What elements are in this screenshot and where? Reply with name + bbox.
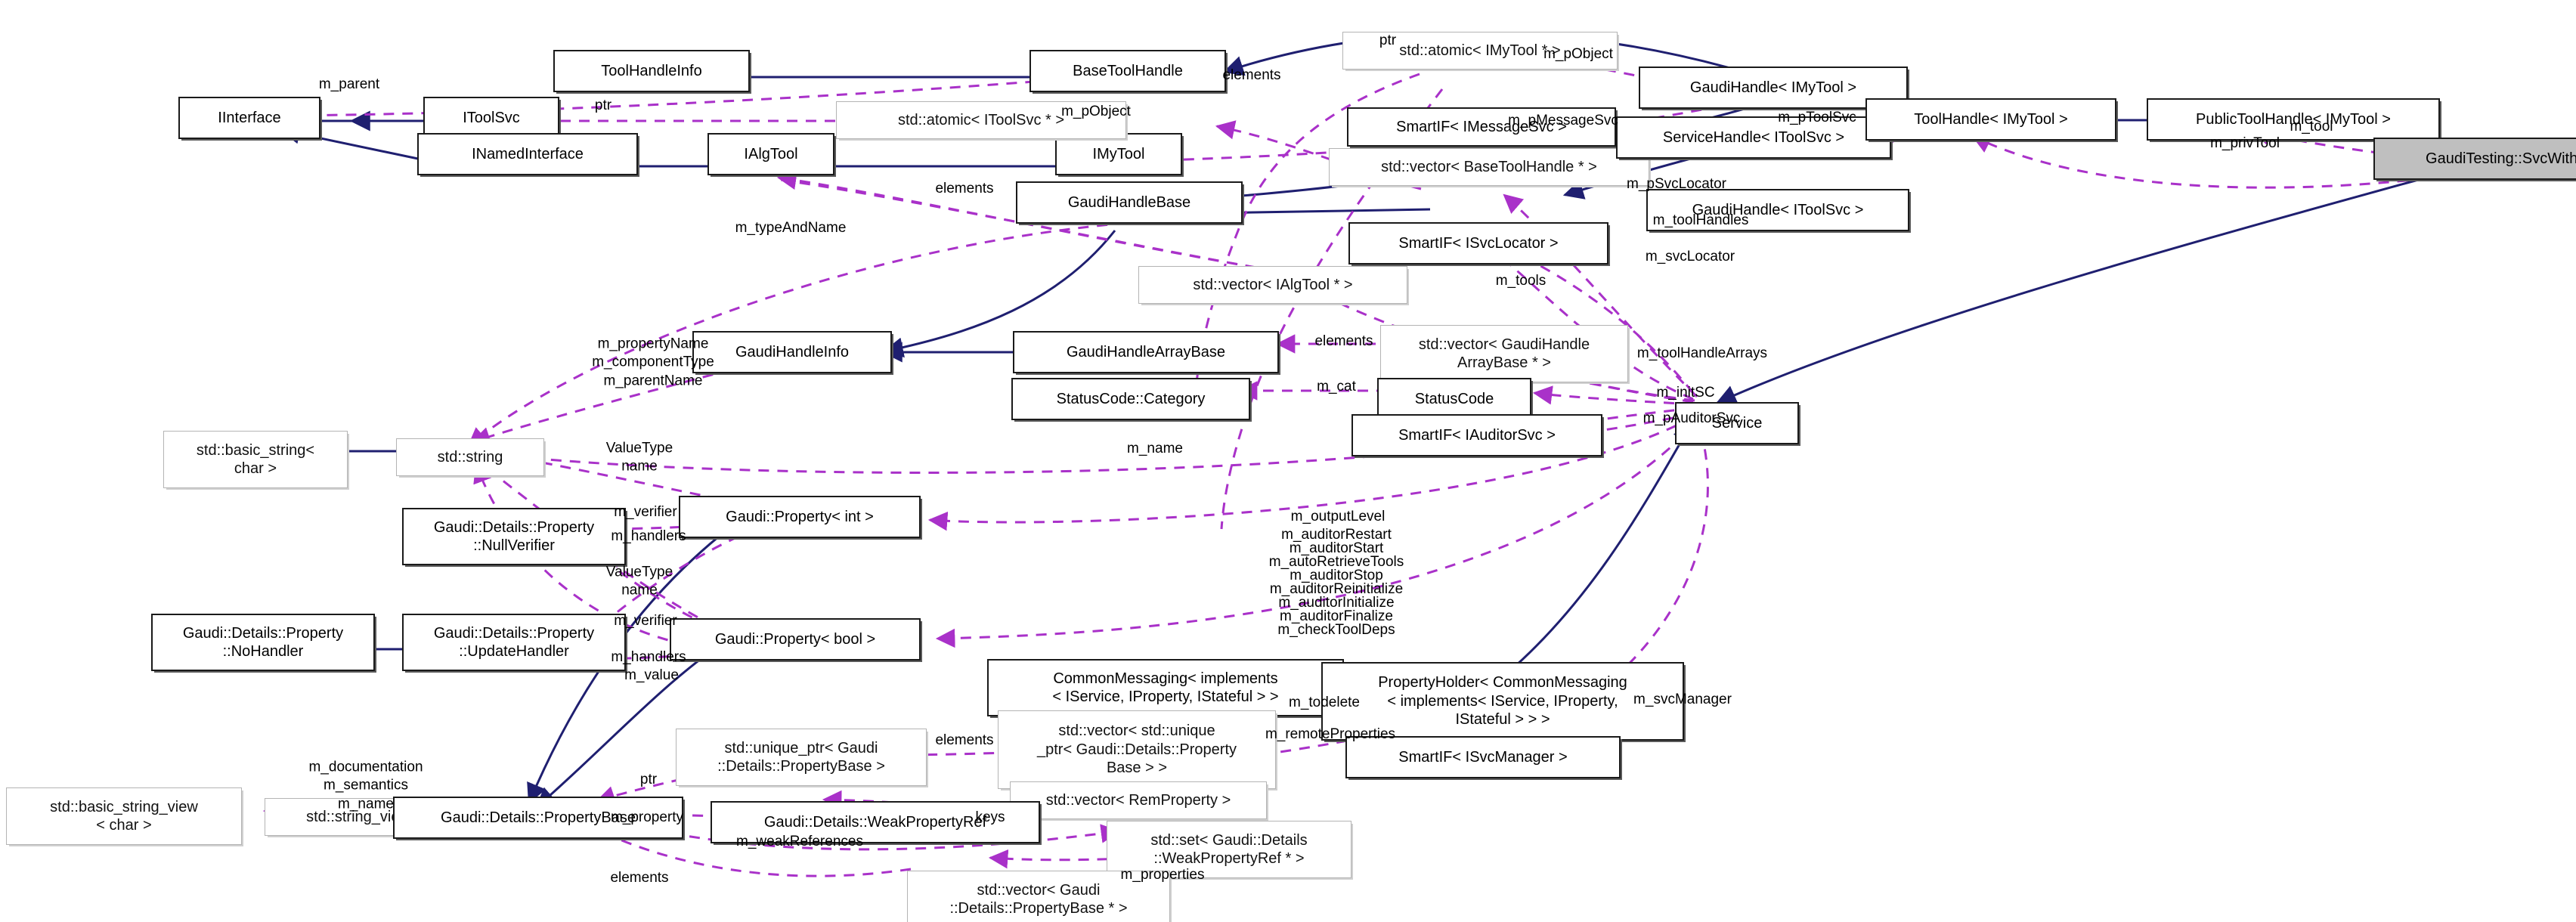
node-std-vector-propertybase-ptr[interactable]: std::vector< Gaudi ::Details::PropertyBa…	[907, 871, 1170, 922]
node-gaudi-property-bool[interactable]: Gaudi::Property< bool >	[670, 618, 921, 661]
edge-label-m-remoteproperties: m_remoteProperties	[1265, 726, 1396, 742]
node-std-atomic-imytool[interactable]: std::atomic< IMyTool * >	[1342, 32, 1618, 70]
node-gaudi-details-weakpropertyref[interactable]: Gaudi::Details::WeakPropertyRef	[711, 801, 1040, 843]
edge-label-m-auditorreinitialize: m_auditorReinitialize	[1269, 580, 1404, 597]
node-std-string[interactable]: std::string	[396, 438, 544, 476]
node-std-vector-gaudihandlearraybase[interactable]: std::vector< GaudiHandle ArrayBase * >	[1380, 325, 1628, 382]
node-toolhandle-imytool[interactable]: ToolHandle< IMyTool >	[1865, 98, 2116, 141]
edge-label-m-name: m_name	[1127, 440, 1183, 456]
node-std-vector-unique-ptr-propertybase[interactable]: std::vector< std::unique _ptr< Gaudi::De…	[998, 710, 1276, 789]
edge-label-elements-basetoolhandle: elements	[1222, 67, 1281, 83]
node-gaudihandle-itoolsvc[interactable]: GaudiHandle< IToolSvc >	[1646, 189, 1909, 231]
node-smartif-imessagesvc[interactable]: SmartIF< IMessageSvc >	[1347, 107, 1616, 147]
node-commonmessaging[interactable]: CommonMessaging< implements < IService, …	[987, 659, 1344, 716]
node-gauditesting-svcwithtool[interactable]: GaudiTesting::SvcWithTool	[2373, 138, 2576, 180]
edge-label-m-autoretrievetools: m_autoRetrieveTools	[1268, 553, 1404, 570]
edge-label-m-tool: m_tool	[2290, 118, 2333, 135]
node-statuscode-category[interactable]: StatusCode::Category	[1011, 378, 1250, 420]
edge-label-m-property: m_property	[610, 809, 684, 825]
edge-label-m-toolhandlearrays: m_toolHandleArrays	[1636, 345, 1768, 361]
edge-label-m-auditorstop: m_auditorStop	[1290, 567, 1383, 583]
edge-label-elements-propertybase: elements	[610, 869, 669, 886]
edge-label-m-parent: m_parent	[318, 76, 380, 92]
node-publictoolhandle-imytool[interactable]: PublicToolHandle< IMyTool >	[2147, 98, 2440, 141]
edge-label-m-auditorinitialize: m_auditorInitialize	[1278, 594, 1395, 611]
edge-label-m-auditorfinalize: m_auditorFinalize	[1280, 608, 1393, 624]
edge-label-m-properties: m_properties	[1120, 866, 1205, 883]
edge-label-m-verifier-1: m_verifier	[614, 503, 677, 520]
edge-label-m-typeandname: m_typeAndName	[735, 219, 847, 236]
edge-label-m-pmessagesvc: m_pMessageSvc	[1508, 112, 1618, 128]
node-std-basic-string-char[interactable]: std::basic_string< char >	[163, 431, 348, 488]
node-itoolsvc[interactable]: IToolSvc	[423, 97, 559, 139]
edge-label-elements-ialgtool: elements	[935, 180, 994, 196]
edge-label-m-svclocator: m_svcLocator	[1645, 248, 1735, 265]
node-std-set-weakpropertyref[interactable]: std::set< Gaudi::Details ::WeakPropertyR…	[1107, 821, 1351, 878]
edge-label-m-documentation-group: m_documentation m_semantics m_name	[308, 759, 423, 812]
edge-label-valuetype-name-2: ValueType name	[605, 564, 673, 599]
edge-label-ptr-atomic-imytool: ptr	[1379, 32, 1397, 48]
edge-label-m-outputlevel: m_outputLevel	[1290, 508, 1386, 524]
edge-label-m-todelete: m_todelete	[1288, 694, 1361, 710]
edge-label-ptr-propertybase: ptr	[639, 771, 658, 787]
node-nullverifier[interactable]: Gaudi::Details::Property ::NullVerifier	[402, 508, 626, 565]
edge-label-m-cat: m_cat	[1317, 378, 1356, 394]
edge-label-elements-uniqueptr: elements	[935, 732, 994, 748]
node-nohandler[interactable]: Gaudi::Details::Property ::NoHandler	[151, 614, 375, 671]
edge-label-ptr-atomic-itoolsvc: ptr	[594, 97, 612, 113]
edge-label-m-weakreferences: m_weakReferences	[736, 833, 863, 849]
edge-label-m-auditorstart: m_auditorStart	[1289, 540, 1384, 556]
edge-label-valuetype-name-1: ValueType name	[605, 440, 673, 475]
edge-label-m-pauditorsvc: m_pAuditorSvc	[1643, 410, 1741, 426]
node-std-vector-ialgtool[interactable]: std::vector< IAlgTool * >	[1138, 266, 1407, 304]
node-basetoolhandle[interactable]: BaseToolHandle	[1029, 50, 1226, 92]
node-smartif-isvcmanager[interactable]: SmartIF< ISvcManager >	[1345, 736, 1621, 778]
edge-label-m-ptoolsvc: m_pToolSvc	[1778, 109, 1856, 125]
node-std-vector-remproperty[interactable]: std::vector< RemProperty >	[1010, 781, 1267, 819]
edge-label-m-tools: m_tools	[1495, 272, 1547, 289]
edge-label-m-auditorrestart: m_auditorRestart	[1281, 526, 1392, 543]
node-gaudihandlebase[interactable]: GaudiHandleBase	[1016, 181, 1243, 224]
edge-label-m-toolhandles: m_toolHandles	[1652, 212, 1749, 228]
edge-label-m-handlers-2: m_handlers	[611, 648, 686, 665]
node-imytool[interactable]: IMyTool	[1055, 133, 1182, 175]
node-iinterface[interactable]: IInterface	[178, 97, 320, 139]
edge-label-m-handlers-1: m_handlers	[611, 528, 686, 544]
node-ialgtool[interactable]: IAlgTool	[707, 133, 834, 175]
edge-label-m-propertyname-group: m_propertyName m_componentType m_parentN…	[592, 336, 714, 389]
node-gaudihandle-imytool[interactable]: GaudiHandle< IMyTool >	[1639, 67, 1908, 109]
node-std-basic-string-view-char[interactable]: std::basic_string_view < char >	[6, 787, 242, 845]
node-statuscode[interactable]: StatusCode	[1377, 378, 1531, 420]
edge-label-m-pobject-2: m_pObject	[1061, 103, 1131, 119]
edge-label-m-initsc: m_initSC	[1656, 384, 1715, 401]
edge-label-elements-gaudihandlearraybase: elements	[1314, 333, 1373, 349]
node-smartif-isvclocator[interactable]: SmartIF< ISvcLocator >	[1348, 222, 1608, 265]
node-gaudihandlearraybase[interactable]: GaudiHandleArrayBase	[1013, 331, 1279, 373]
edge-label-m-value: m_value	[624, 667, 679, 683]
edge-label-m-privtool: m_privTool	[2210, 135, 2280, 151]
edge-label-keys: keys	[975, 809, 1005, 825]
node-updatehandler[interactable]: Gaudi::Details::Property ::UpdateHandler	[402, 614, 626, 671]
node-servicehandle-itoolsvc[interactable]: ServiceHandle< IToolSvc >	[1616, 116, 1891, 159]
edge-label-m-svcmanager: m_svcManager	[1633, 691, 1732, 707]
node-std-atomic-itoolsvc[interactable]: std::atomic< IToolSvc * >	[836, 101, 1126, 139]
node-propertyholder[interactable]: PropertyHolder< CommonMessaging < implem…	[1321, 662, 1684, 741]
edge-label-m-pobject-1: m_pObject	[1543, 45, 1613, 62]
node-gaudihandleinfo[interactable]: GaudiHandleInfo	[692, 331, 892, 373]
node-std-unique-ptr-propertybase[interactable]: std::unique_ptr< Gaudi ::Details::Proper…	[676, 729, 927, 786]
node-std-vector-basetoolhandle[interactable]: std::vector< BaseToolHandle * >	[1329, 148, 1649, 186]
edge-label-m-checktooldeps: m_checkToolDeps	[1277, 621, 1395, 638]
edge-label-m-psvclocator: m_pSvcLocator	[1626, 175, 1727, 192]
node-gaudi-property-int[interactable]: Gaudi::Property< int >	[679, 496, 921, 538]
edge-label-m-verifier-2: m_verifier	[614, 612, 677, 629]
node-inamedinterface[interactable]: INamedInterface	[417, 133, 638, 175]
node-toolhandleinfo[interactable]: ToolHandleInfo	[553, 50, 750, 92]
node-gaudi-details-propertybase[interactable]: Gaudi::Details::PropertyBase	[393, 797, 683, 839]
node-service[interactable]: Service	[1675, 402, 1799, 444]
node-smartif-iauditorsvc[interactable]: SmartIF< IAuditorSvc >	[1351, 414, 1602, 456]
